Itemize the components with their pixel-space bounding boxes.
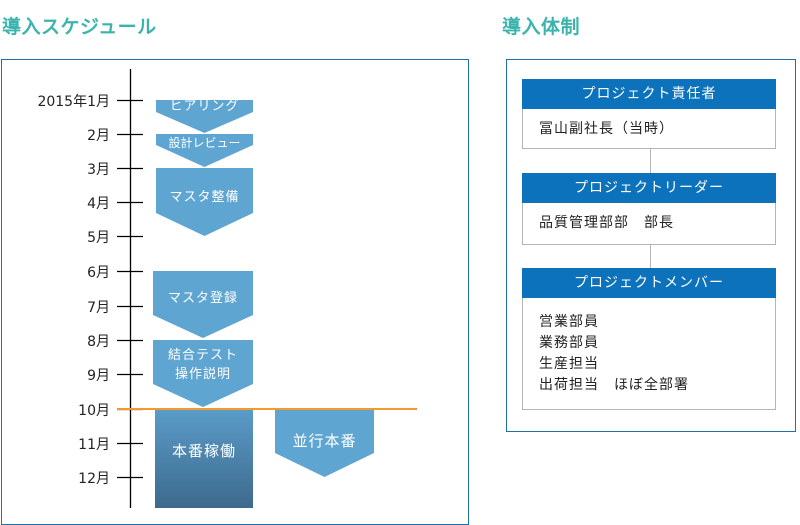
phase-label: 設計レビュー	[168, 136, 241, 150]
month-label: 9月	[87, 368, 110, 384]
phase-master-prep: マスタ整備	[156, 168, 253, 237]
member: 品質管理部部 部長	[539, 215, 674, 231]
go-live-line	[117, 408, 417, 410]
month-label: 4月	[87, 196, 110, 212]
month-label: 2月	[87, 128, 110, 144]
role-body-members: 営業部員 業務部員 生産担当 出荷担当 ほぼ全部署	[522, 298, 776, 410]
member: 出荷担当 ほぼ全部署	[539, 377, 689, 393]
month-label: 2015年1月	[37, 94, 110, 110]
phase-parallel-run: 並行本番	[275, 410, 374, 478]
phase-label: 並行本番	[292, 432, 357, 450]
month-label: 5月	[87, 230, 110, 246]
month-label: 3月	[87, 162, 110, 178]
member: 業務部員	[539, 335, 599, 351]
phase-master-registration: マスタ登録	[153, 271, 253, 339]
member: 生産担当	[539, 356, 599, 372]
phase-label: ヒアリング	[169, 99, 240, 114]
phase-label-line1: 結合テスト	[167, 348, 238, 363]
month-label: 8月	[87, 334, 110, 350]
month-label: 12月	[78, 471, 110, 487]
month-label: 10月	[78, 403, 110, 419]
month-label: 11月	[78, 437, 110, 453]
org-title: 導入体制	[502, 16, 581, 38]
connector	[650, 149, 651, 173]
org-frame	[506, 59, 796, 432]
role-header-leader: プロジェクトリーダー	[522, 173, 776, 203]
phase-label-line2: 操作説明	[174, 367, 231, 382]
role-body-owner: 冨山副社長（当時）	[522, 109, 776, 149]
role-header-members: プロジェクトメンバー	[522, 268, 776, 298]
phase-go-live: 本番稼働	[155, 410, 253, 508]
role-header-owner: プロジェクト責任者	[522, 79, 776, 109]
member: 冨山副社長（当時）	[539, 121, 674, 137]
month-label: 6月	[87, 265, 110, 281]
member: 営業部員	[539, 314, 599, 330]
phase-label: マスタ登録	[167, 291, 238, 306]
month-label: 7月	[87, 300, 110, 316]
phase-hearing: ヒアリング	[156, 100, 253, 134]
phase-design-review: 設計レビュー	[156, 134, 253, 168]
schedule-title: 導入スケジュール	[2, 16, 157, 38]
role-body-leader: 品質管理部部 部長	[522, 203, 776, 245]
connector	[650, 245, 651, 268]
phase-label: マスタ整備	[169, 190, 240, 205]
phase-integration-test: 結合テスト 操作説明	[153, 340, 253, 408]
phase-label: 本番稼働	[171, 442, 236, 460]
